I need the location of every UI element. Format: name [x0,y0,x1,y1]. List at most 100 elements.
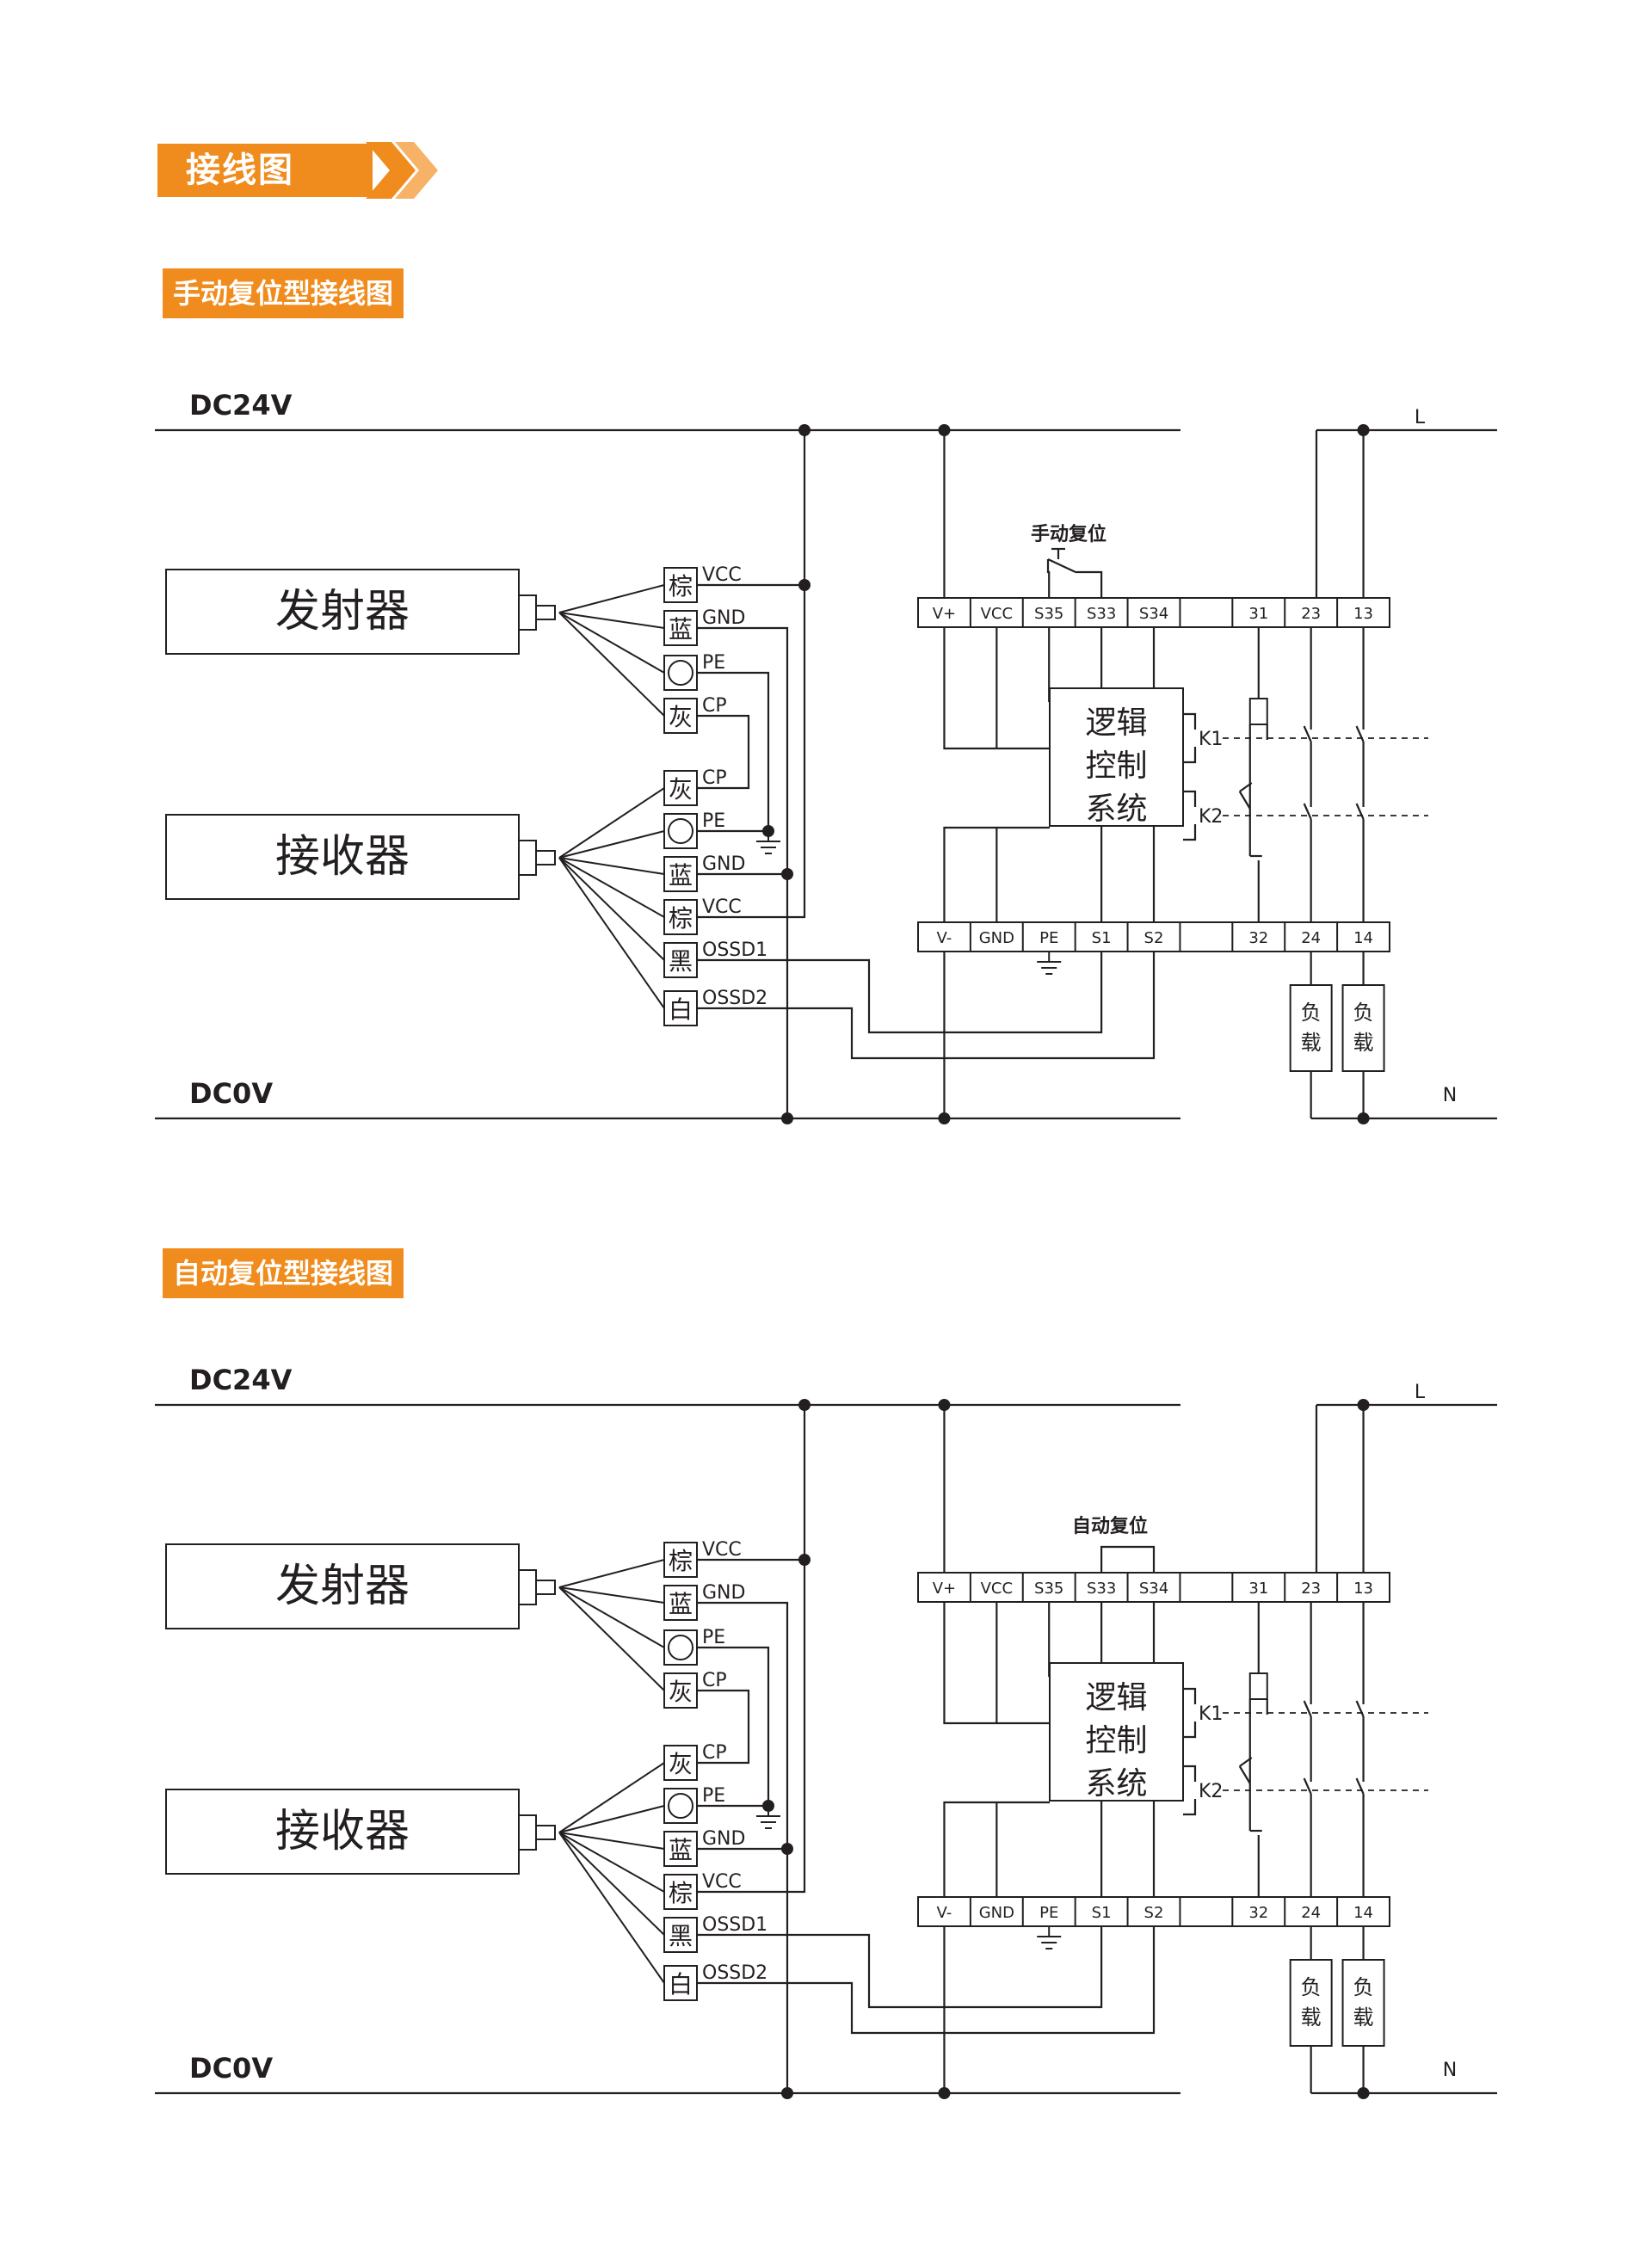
load-label: 负 [1353,1001,1374,1025]
wire-tag-pe: PE [663,1785,725,1824]
wire-tag-pe: PE [663,652,725,691]
wire-color-label: 灰 [669,775,693,804]
wire-tag-box [663,698,698,734]
relay-k2: K2 [1183,1765,1428,1816]
wire-signal-label: OSSD1 [702,939,767,961]
contact-blade [1238,1765,1251,1784]
terminal-13: 13 [1353,605,1373,623]
cable-wire [558,584,665,613]
title-chevron-icon [366,142,438,199]
load-label: 载 [1301,1031,1322,1055]
junction-dot [781,868,793,880]
load-box [1289,1959,1333,2047]
wire-signal-label: VCC [702,896,742,918]
ground-icon [1037,952,1062,975]
terminal-14: 14 [1353,929,1373,947]
wire-signal-label: PE [702,1785,725,1807]
rail-label-n: N [1443,1085,1457,1106]
terminal-31: 31 [1248,605,1268,623]
cable-wire [558,1832,665,1936]
wire-tag-box [663,990,698,1026]
terminal-s34: S34 [1139,1580,1168,1598]
load-2: 负载 [1341,1926,1385,2093]
load-1: 负载 [1289,1926,1333,2093]
terminal-pe: PE [1039,929,1058,947]
coil-link [1183,1765,1197,1782]
contact-block [1248,698,1268,725]
rail-label-l: L [1415,407,1426,428]
wire-signal-label: PE [702,810,725,832]
logic-label-line: 系统 [1085,1766,1147,1802]
contact-blade [1355,1700,1365,1717]
terminal-s35: S35 [1034,1580,1063,1598]
connector-plug [518,840,537,876]
cable-wire [558,1586,665,1648]
wire-signal-label: CP [702,695,727,717]
coil-link [1183,1687,1197,1704]
terminal-23: 23 [1301,605,1321,623]
wire-signal-label: GND [702,1828,745,1850]
junction-dot-vcc [798,1399,811,1411]
terminal-s33: S33 [1087,605,1116,623]
pushbutton-contact [1047,558,1076,573]
wire-color-label: 白 [669,1970,693,1999]
internal-wire [943,1602,1050,1725]
contact-blade [1355,803,1365,820]
terminal-gnd: GND [979,1904,1014,1922]
rail-label-dc24v: DC24V [189,1364,293,1396]
wire-pe [697,1646,770,1806]
cable-wire [558,1559,665,1588]
junction-dot-vcc [798,424,811,436]
wire-color-label: 黑 [669,1922,693,1950]
terminal-vplus: V+ [933,1580,956,1598]
cable-wire [558,857,665,1009]
wire-tag-box [663,1672,698,1709]
wire-ossd2 [697,952,1156,1060]
wire-color-label: 灰 [669,1678,693,1706]
junction-dot-gnd [781,2087,793,2099]
relay-k1: K1 [1183,712,1428,764]
wire-color-label: 棕 [669,1879,693,1907]
coil-link [1183,790,1197,807]
terminal-strip-frame [917,1572,1390,1603]
terminal-vminus: V- [937,929,952,947]
wire-tag-box [663,899,698,935]
reset-label: 手动复位 [1031,523,1106,545]
nc-contact-31-32 [1238,627,1268,922]
logic-label-line: 逻辑 [1085,1680,1147,1715]
wire-gnd [697,1601,789,1611]
coil-link [1183,1722,1197,1739]
terminal-s1: S1 [1092,929,1112,947]
wire-tag-box [663,1917,698,1953]
load-label: 载 [1353,1031,1374,1055]
connector-plug [518,1569,537,1605]
relay-k2: K2 [1183,790,1428,841]
rail-label-n: N [1443,2060,1457,2081]
logic-label-line: 控制 [1085,1723,1147,1758]
load-label: 负 [1353,1975,1374,1999]
cable-wire [558,1832,665,1893]
terminal-strip-frame [917,1896,1390,1927]
wire-ossd1 [697,1926,1103,2009]
page-title: 接线图 [157,144,373,197]
wire-ossd1 [697,952,1103,1034]
terminal-vcc: VCC [981,605,1013,623]
connector-pin [535,605,556,620]
terminal-s33: S33 [1087,1580,1116,1598]
load-label: 载 [1353,2005,1374,2030]
logic-label-line: 逻辑 [1085,705,1147,741]
wire-cp-link [697,1689,750,1765]
load-2: 负载 [1341,952,1385,1118]
